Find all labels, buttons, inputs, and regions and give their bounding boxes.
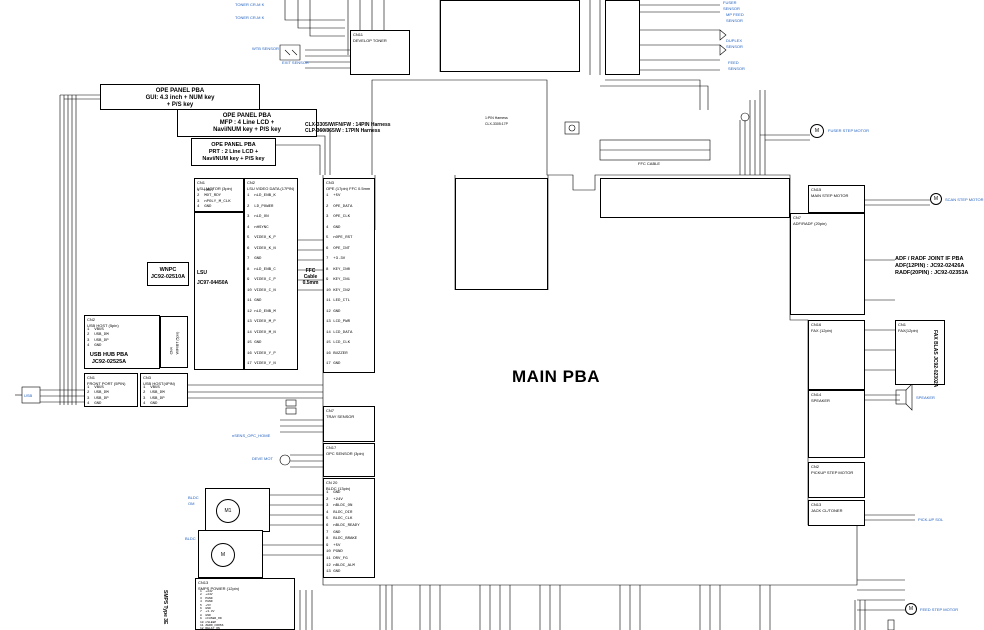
- adf-connector-label: CN7 ADF/RADF (20pin): [793, 215, 827, 226]
- ope-panel-gui-title: OPE PANEL PBA: [155, 88, 205, 94]
- speaker-connector-label: CN14 SPEAKER: [811, 392, 830, 403]
- ope-panel-mfp-desc: MFP : 4 Line LCD + Navi/NUM key + P/S ke…: [213, 120, 281, 133]
- develop-toner-connector: CN11 DEVELOP TONER: [350, 30, 410, 75]
- jack-label: CN13 JACK CL/TONER: [811, 502, 843, 513]
- wifi-label: CN4 WIFI/BT (5pin): [169, 331, 180, 355]
- fax-blas-conn-label: CN1 FAX(12pin): [898, 322, 919, 333]
- main-pba-label: MAIN PBA: [512, 367, 601, 386]
- main-step-motor-connector: CN15 MAIN STEP MOTOR: [808, 185, 865, 213]
- fuser-motor-label: FUSER STEP MOTOR: [828, 128, 869, 133]
- jack-connector: CN13 JACK CL/TONER: [808, 500, 865, 526]
- lsu-motor-connector: CN1 LSU MOTOR (3pin) 1 nMOT 2 MOT_RDY 3 …: [194, 178, 244, 212]
- feed-motor-label: FEED STEP MOTOR: [920, 607, 959, 612]
- tray-sensor-label: CN7 TRAY SENSOR: [326, 408, 355, 419]
- front-port-label: CN1 FRONT PORT (5PIN): [87, 375, 126, 386]
- lsu-label: LSU JC97-04450A: [197, 270, 229, 286]
- adf-connector: CN7 ADF/RADF (20pin): [790, 213, 865, 315]
- fuser-step-motor: M: [810, 124, 824, 138]
- fax-blas-connector: CN1 FAX(12pin): [895, 320, 945, 385]
- lsu-motor-pins: 1 nMOT 2 MOT_RDY 3 nPOLY_M_CLK 4 GND: [197, 189, 231, 210]
- lsu-harness-note: 1:PIN Harness CLX-3305:17P: [485, 116, 508, 126]
- fax-connector: CN16 FAX (12pin): [808, 320, 865, 390]
- usb-host2-connector: CN3 USB HOST(4PIN) 1 VBUS 2 USB_DM 3 USB…: [140, 373, 188, 407]
- speaker-label: SPEAKER: [916, 395, 935, 400]
- opc-sensor-signal: nSENS_OPC_HOME: [232, 433, 271, 438]
- usb-host2-label: CN3 USB HOST(4PIN): [143, 375, 176, 386]
- main-right-connector: [600, 178, 790, 218]
- smps-power-connector: CN13 SMPS POWER (12pin) 1 +24V 2 +24V 3 …: [195, 578, 295, 630]
- front-port-pins: 1 VBUS 2 USB_DM 3 USB_DP 4 GND: [87, 386, 109, 407]
- main-step-motor-label: CN15 MAIN STEP MOTOR: [811, 187, 849, 198]
- bldc-motor-1: M1: [216, 499, 240, 523]
- fuser-sensor: FUSER SENSOR: [723, 0, 740, 11]
- develop-toner-label: CN11 DEVELOP TONER: [353, 32, 387, 43]
- usb-host-label: CN2 USB HOST (5pin): [87, 317, 119, 328]
- bldc-unit-1: M1: [205, 488, 270, 532]
- wtb-sensor: WTB SENSOR: [252, 46, 279, 51]
- duplex-sensor: DUPLEX SENSOR: [726, 38, 743, 49]
- exit-sensor: EXIT SENSOR: [282, 60, 309, 65]
- fax-connector-label: CN16 FAX (12pin): [811, 322, 833, 333]
- usb-host2-pins: 1 VBUS 2 USB_DM 3 USB_DP 4 GND: [143, 386, 165, 407]
- opc-sensor-connector: CN17 OPC SENSOR (3pin): [323, 443, 375, 477]
- usb-host-pins: 1 VBUS 2 USB_DM 3 USB_DP 4 GND: [87, 328, 109, 349]
- bldc-connector-label: CN 20 BLDC (13pin): [326, 480, 351, 491]
- speaker-connector: CN14 SPEAKER: [808, 390, 865, 458]
- pick-motor-label: CN2 PICKUP STEP MOTOR: [811, 464, 854, 475]
- deve-motor-connector: CN 20 BLDC (13pin) 1 GND 2 +24V 3 nBLDC_…: [323, 478, 375, 578]
- ope-connector: CN3 OPE (17pin) FFC 0.5mm 1 +5V 2 OPE_DA…: [323, 178, 375, 373]
- lsu-video-label: CN2 LSU VIDEO DATA (17PIN): [247, 180, 295, 191]
- front-port-connector: CN1 FRONT PORT (5PIN) 1 VBUS 2 USB_DM 3 …: [84, 373, 138, 407]
- bldc-label-1: BLDC OM: [188, 495, 199, 506]
- smps-power-pins: 1 +24V 2 +24V 3 PGND 4 PGND 5 +5V 6 GND …: [200, 590, 224, 630]
- bldc-connector-pins: 1 GND 2 +24V 3 nBLDC_ON 4 BLDC_DIR 5 BLD…: [326, 491, 360, 575]
- ope-panel-prt-title: OPE PANEL PBA: [211, 142, 256, 148]
- wifi-connector: CN4 WIFI/BT (5pin): [160, 316, 188, 368]
- ope-panel-prt-desc: PRT : 2 Line LCD + Navi/NUM key + P/S ke…: [202, 149, 265, 162]
- mp-feed-sensor: MP FEED SENSOR: [726, 12, 744, 23]
- deve-motor-signal: DEVE MOT: [252, 456, 273, 461]
- lsu-video-connector: CN2 LSU VIDEO DATA (17PIN) 1 nLD_ENB_K 2…: [244, 178, 298, 370]
- wnpc-label: WNPC JC92-02510A: [150, 267, 186, 280]
- ffc-cable-label: FFC Cable 0.5mm: [302, 268, 319, 286]
- scan-step-motor: M: [930, 193, 942, 205]
- smps-label: SMPS Type 3E: [162, 590, 168, 625]
- smps-power-label: CN13 SMPS POWER (12pin): [198, 580, 240, 591]
- adf-board-label: ADF / RADF JOINT IF PBA ADF(12PIN) : JC9…: [895, 256, 969, 276]
- lsu-board: LSU JC97-04450A: [194, 212, 244, 370]
- ffc-top-label: FFC CABLE: [638, 161, 661, 166]
- opc-sensor-label: CN17 OPC SENSOR (3pin): [326, 445, 365, 456]
- ope-panel-gui: OPE PANEL PBA GUI: 4.3 inch + NUM key + …: [100, 84, 260, 110]
- ope-panel-gui-desc: GUI: 4.3 inch + NUM key + P/S key: [145, 95, 215, 108]
- usb-host-connector: CN2 USB HOST (5pin) 1 VBUS 2 USB_DM 3 US…: [84, 315, 160, 369]
- lsu-motor-label: CN1 LSU MOTOR (3pin): [197, 180, 233, 191]
- pick-motor-connector: CN2 PICKUP STEP MOTOR: [808, 462, 865, 498]
- bldc-unit-2: M: [198, 530, 263, 578]
- ope-panel-prt: OPE PANEL PBA PRT : 2 Line LCD + Navi/NU…: [191, 138, 276, 166]
- scan-motor-label: SCAN STEP MOTOR: [945, 197, 984, 202]
- tray-sensor-connector: CN7 TRAY SENSOR: [323, 406, 375, 442]
- feed-sensor: FEED SENSOR: [728, 60, 745, 71]
- top-right-block: [605, 0, 640, 75]
- toner-cr-k-1: TONER CR-M K: [235, 2, 265, 7]
- bldc-label-2: BLDC: [185, 536, 196, 541]
- ope-connector-label: CN3 OPE (17pin) FFC 0.5mm: [326, 180, 371, 191]
- toner-cr-k-2: TONER CR-M K: [235, 15, 265, 20]
- lsu-video-pins: 1 nLD_ENB_K 2 LD_POWER 3 nLD_ON 4 nHSYNC…: [247, 194, 276, 366]
- ope-panel-mfp: OPE PANEL PBA MFP : 4 Line LCD + Navi/NU…: [177, 109, 317, 137]
- ope-panel-mfp-title: OPE PANEL PBA: [222, 113, 272, 119]
- usb-hub-label: USB HUB PBA JC92-02525A: [89, 352, 129, 365]
- usb-icon-label: USB: [24, 393, 33, 398]
- ope-connector-pins: 1 +5V 2 OPE_DATA 3 OPE_CLK 4 GND 5 nOPE_…: [326, 194, 353, 366]
- harness-note: CLX-3305/W/FN/FW : 14PIN Harness CLP-360…: [305, 122, 391, 134]
- top-center-block: [440, 0, 580, 72]
- feed-step-motor: M: [905, 603, 917, 615]
- fax-blas-label: FAX BLAS JC92-02302A: [932, 330, 938, 388]
- wnpc-board: WNPC JC92-02510A: [147, 262, 189, 286]
- pickup-sol-label: PICK-UP SOL: [918, 517, 944, 522]
- bldc-motor-2: M: [211, 543, 235, 567]
- main-center-connector: [455, 178, 548, 290]
